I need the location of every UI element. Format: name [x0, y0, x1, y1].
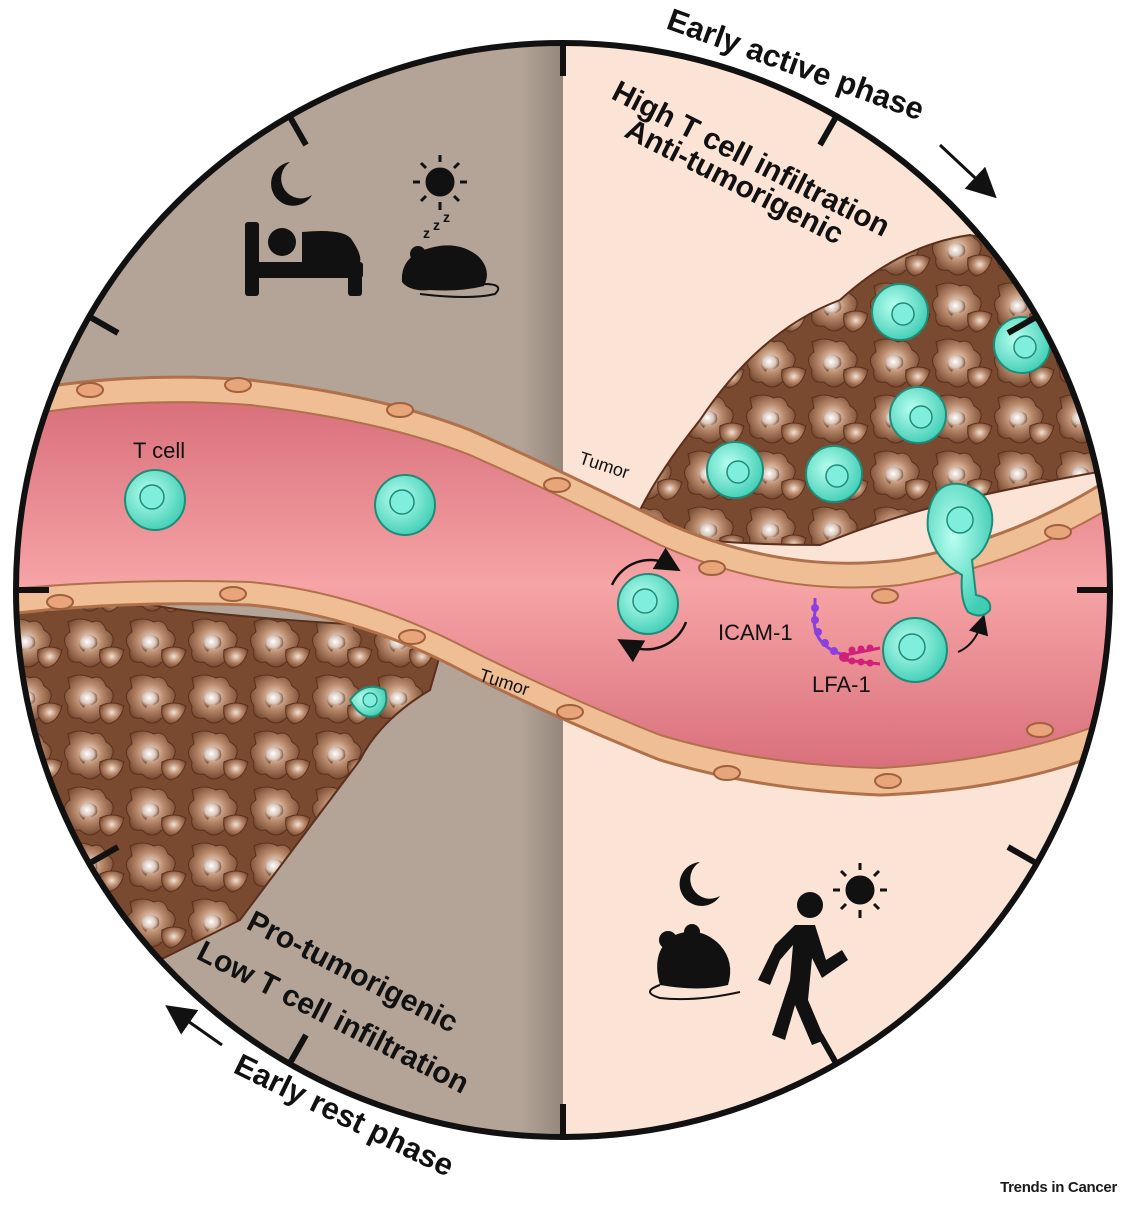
- active-phase-arrow: [938, 143, 997, 199]
- sun-icon: [413, 155, 467, 210]
- adhering-t-cell: [882, 614, 989, 683]
- sleeping-mouse-icon: z z z: [401, 209, 500, 298]
- moon-icon: [679, 862, 720, 906]
- lfa-1-chain: [839, 644, 881, 667]
- endothelial-nuclei: [46, 377, 1072, 789]
- infiltrating-t-cell: [706, 441, 764, 499]
- zzz-3: z: [443, 209, 450, 225]
- rolling-t-cell: [610, 547, 688, 663]
- infiltrating-t-cell: [889, 386, 947, 444]
- clock-rim: [13, 40, 1113, 1140]
- sun-icon: [833, 863, 887, 918]
- zzz-1: z: [423, 225, 430, 241]
- rare-infiltrating-t-cell: [348, 685, 388, 718]
- infiltrating-t-cell: [871, 283, 929, 341]
- infiltrating-t-cell: [805, 445, 863, 503]
- icam-1-chain: [811, 598, 846, 657]
- active-mouse-icon: [649, 924, 741, 1001]
- icam-1-label: ICAM-1: [718, 620, 793, 645]
- blood-lumen: [16, 401, 1110, 770]
- walking-person-icon: [758, 892, 848, 1045]
- t-cell-label: T cell: [133, 438, 185, 463]
- zzz-2: z: [433, 217, 440, 233]
- clock-ticks: [17, 44, 1109, 1136]
- circulating-t-cell: [374, 474, 436, 536]
- lfa-1-label: LFA-1: [812, 672, 871, 697]
- moon-icon: [271, 162, 312, 206]
- circulating-t-cell: [124, 469, 186, 531]
- person-in-bed-icon: [245, 222, 363, 296]
- rest-phase-arrow: [165, 1005, 223, 1047]
- journal-credit: Trends in Cancer: [1000, 1179, 1117, 1196]
- extravasating-t-cell: [926, 482, 994, 617]
